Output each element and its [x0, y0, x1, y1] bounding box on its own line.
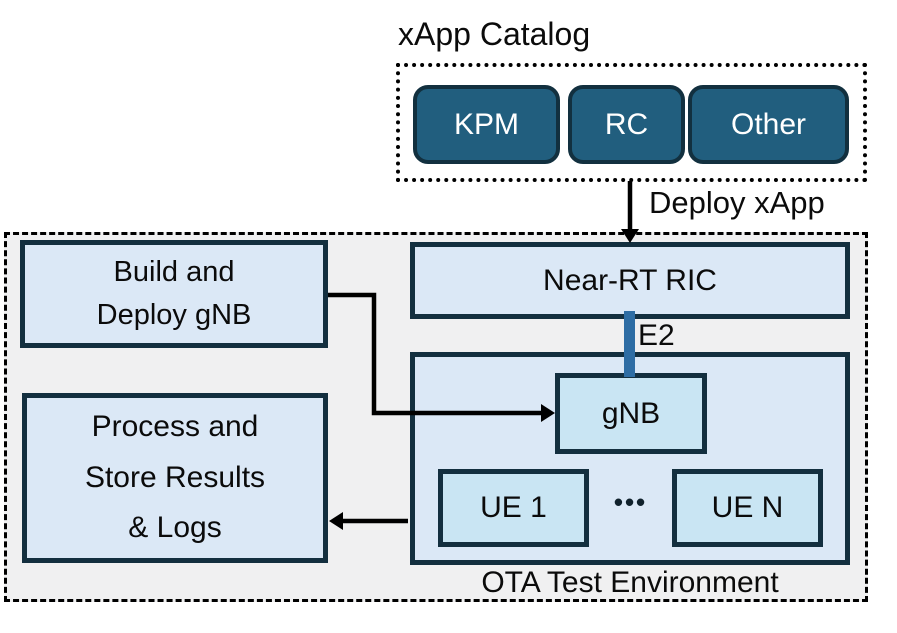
xapp-chip-rc: RC: [568, 85, 685, 164]
process-store-results-box: Process and Store Results & Logs: [22, 393, 328, 563]
gnb-box: gNB: [555, 373, 707, 454]
build-deploy-gnb-box: Build and Deploy gNB: [20, 240, 328, 348]
near-rt-ric-label: Near-RT RIC: [543, 263, 717, 297]
ue-1-box: UE 1: [438, 469, 589, 547]
process-store-line2: Store Results: [84, 460, 266, 494]
build-deploy-gnb-line1: Build and: [113, 255, 235, 288]
deploy-xapp-label: Deploy xApp: [645, 185, 829, 223]
gnb-label: gNB: [601, 396, 661, 430]
ue-ellipsis: •••: [613, 487, 648, 517]
near-rt-ric-box: Near-RT RIC: [410, 242, 850, 319]
xapp-catalog-title: xApp Catalog: [398, 16, 591, 52]
process-store-line3: & Logs: [128, 511, 222, 545]
e2-interface-link: [624, 311, 635, 377]
process-store-line1: Process and: [91, 410, 259, 444]
ue-n-label: UE N: [711, 491, 784, 524]
xapp-chip-other: Other: [688, 85, 849, 164]
ue-1-label: UE 1: [480, 491, 547, 524]
ue-n-box: UE N: [672, 469, 823, 547]
ota-test-environment-label: OTA Test Environment: [481, 566, 779, 599]
xapp-chip-kpm: KPM: [413, 85, 560, 164]
e2-interface-label: E2: [638, 319, 675, 352]
xapp-catalog-box: KPM RC Other: [396, 63, 867, 182]
build-deploy-gnb-line2: Deploy gNB: [96, 299, 252, 331]
